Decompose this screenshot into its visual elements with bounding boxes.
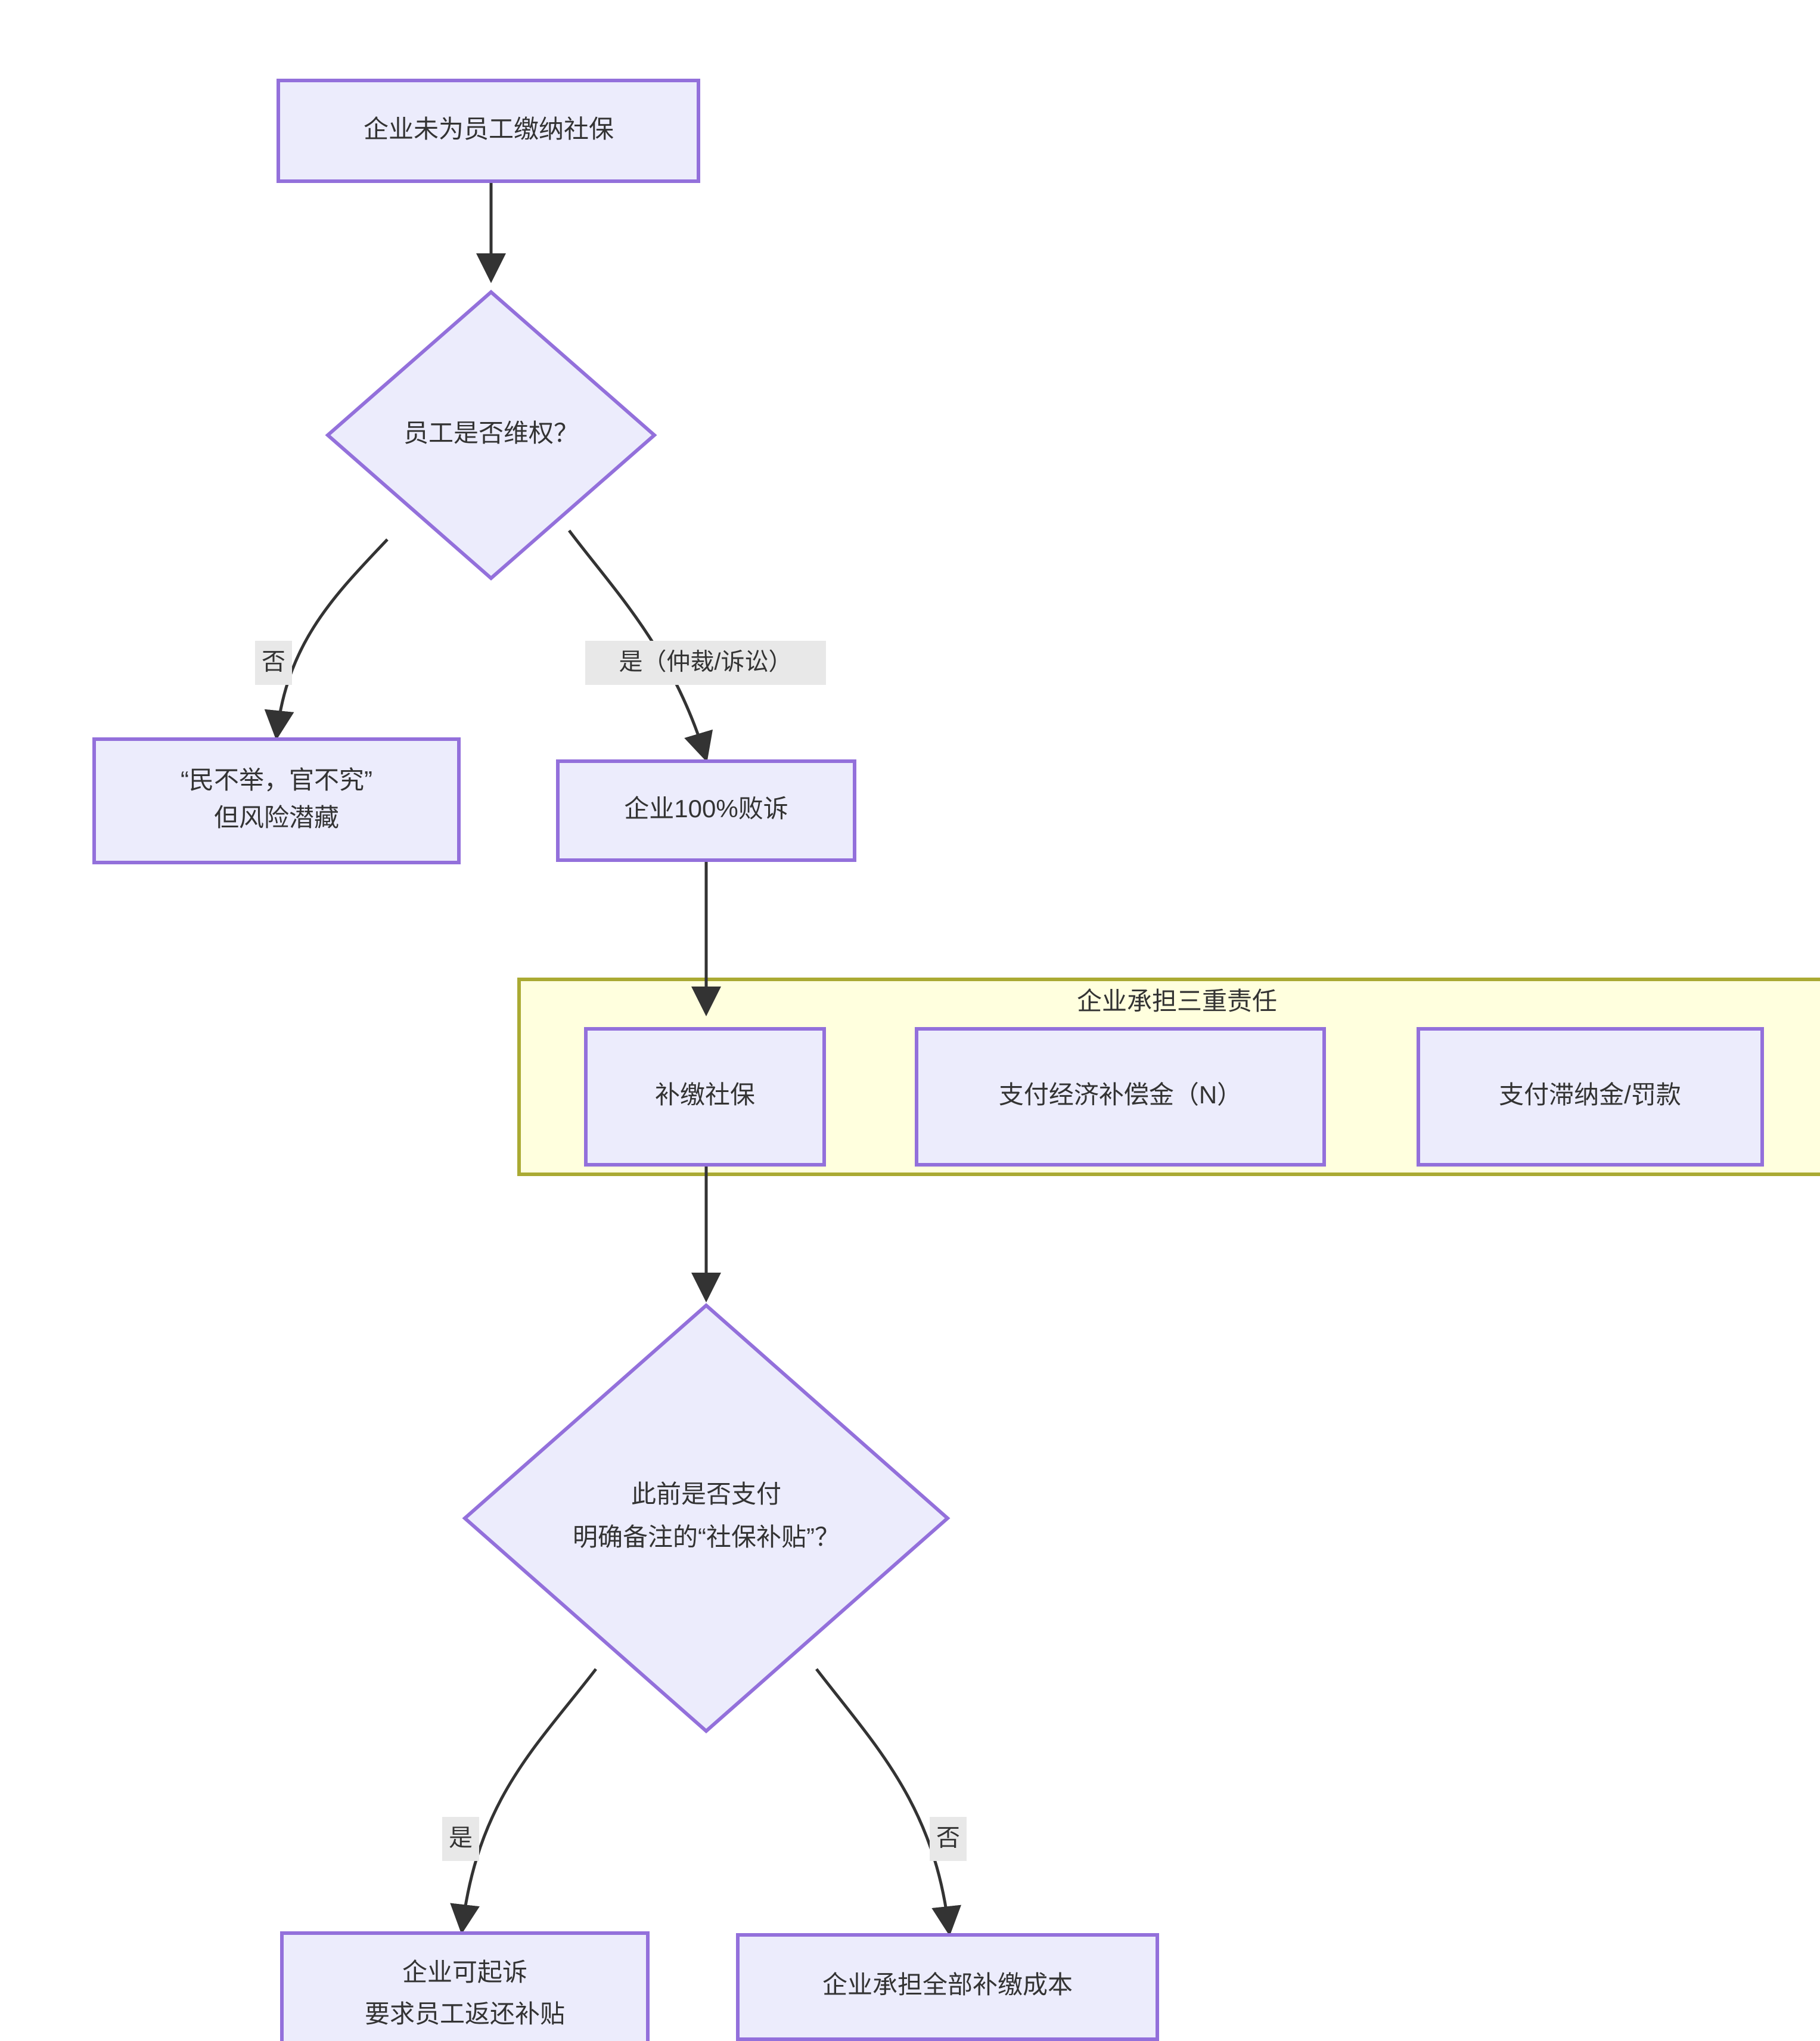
- edge-label-background: [585, 641, 826, 685]
- edge-label-background: [255, 641, 292, 685]
- node-box[interactable]: [736, 1933, 1159, 2041]
- edge-decision1-to-lose-case: 是（仲裁/诉讼）: [568, 529, 826, 762]
- node-box[interactable]: [277, 79, 700, 183]
- edge-decision2-to-bear-cost: 否: [815, 1668, 967, 1936]
- node-decision-employee-claims[interactable]: 员工是否维权？: [325, 290, 657, 581]
- node-no-claim-risk[interactable]: “民不举，官不究” 但风险潜藏: [92, 737, 461, 864]
- node-pay-late-fee-penalty[interactable]: 支付滞纳金/罚款: [1417, 1027, 1764, 1167]
- node-diamond[interactable]: [325, 290, 657, 581]
- node-box[interactable]: [1417, 1027, 1764, 1167]
- subgraph-title: 企业承担三重责任: [1077, 987, 1277, 1015]
- edge-label-background: [930, 1817, 967, 1861]
- node-box[interactable]: [92, 737, 461, 864]
- node-box[interactable]: [915, 1027, 1326, 1167]
- node-label-line2: 但风险潜藏: [214, 804, 339, 832]
- node-company-may-sue-employee[interactable]: 企业可起诉 要求员工返还补贴: [280, 1931, 650, 2041]
- edge-label-no: 否: [262, 649, 285, 675]
- node-label: 补缴社保: [655, 1081, 755, 1109]
- edge-label-no: 否: [936, 1825, 960, 1851]
- node-box[interactable]: [584, 1027, 826, 1167]
- node-label: 企业100%败诉: [624, 795, 788, 823]
- node-pay-economic-compensation[interactable]: 支付经济补偿金（N）: [915, 1027, 1326, 1167]
- edge-label-yes-arbitration: 是（仲裁/诉讼）: [619, 649, 792, 675]
- node-pay-social-insurance[interactable]: 补缴社保: [584, 1027, 826, 1167]
- node-company-bears-full-cost[interactable]: 企业承担全部补缴成本: [736, 1933, 1159, 2041]
- edge-decision1-to-no-claim: 否: [255, 538, 389, 740]
- node-box[interactable]: [556, 759, 856, 862]
- node-label: 企业未为员工缴纳社保: [364, 115, 614, 143]
- node-box[interactable]: [280, 1931, 650, 2041]
- node-diamond[interactable]: [462, 1303, 951, 1733]
- node-label-line1: “民不举，官不究”: [181, 766, 372, 794]
- node-start[interactable]: 企业未为员工缴纳社保: [277, 79, 700, 183]
- node-label-line2: 明确备注的“社保补贴”？: [573, 1523, 840, 1551]
- node-label: 企业承担全部补缴成本: [822, 1971, 1073, 1999]
- node-company-loses-case[interactable]: 企业100%败诉: [556, 759, 856, 862]
- edge-label-background: [442, 1817, 479, 1861]
- node-label: 员工是否维权？: [403, 419, 579, 447]
- node-label-line1: 企业可起诉: [402, 1958, 527, 1986]
- node-label: 支付经济补偿金（N）: [999, 1081, 1242, 1109]
- node-label-line2: 要求员工返还补贴: [365, 2000, 565, 2028]
- node-label-line1: 此前是否支付: [631, 1480, 781, 1508]
- node-decision-subsidy-paid[interactable]: 此前是否支付 明确备注的“社保补贴”？: [462, 1303, 951, 1733]
- node-label: 支付滞纳金/罚款: [1499, 1081, 1681, 1109]
- edge-label-yes: 是: [449, 1825, 473, 1851]
- edge-decision2-to-sue-employee: 是: [442, 1668, 597, 1934]
